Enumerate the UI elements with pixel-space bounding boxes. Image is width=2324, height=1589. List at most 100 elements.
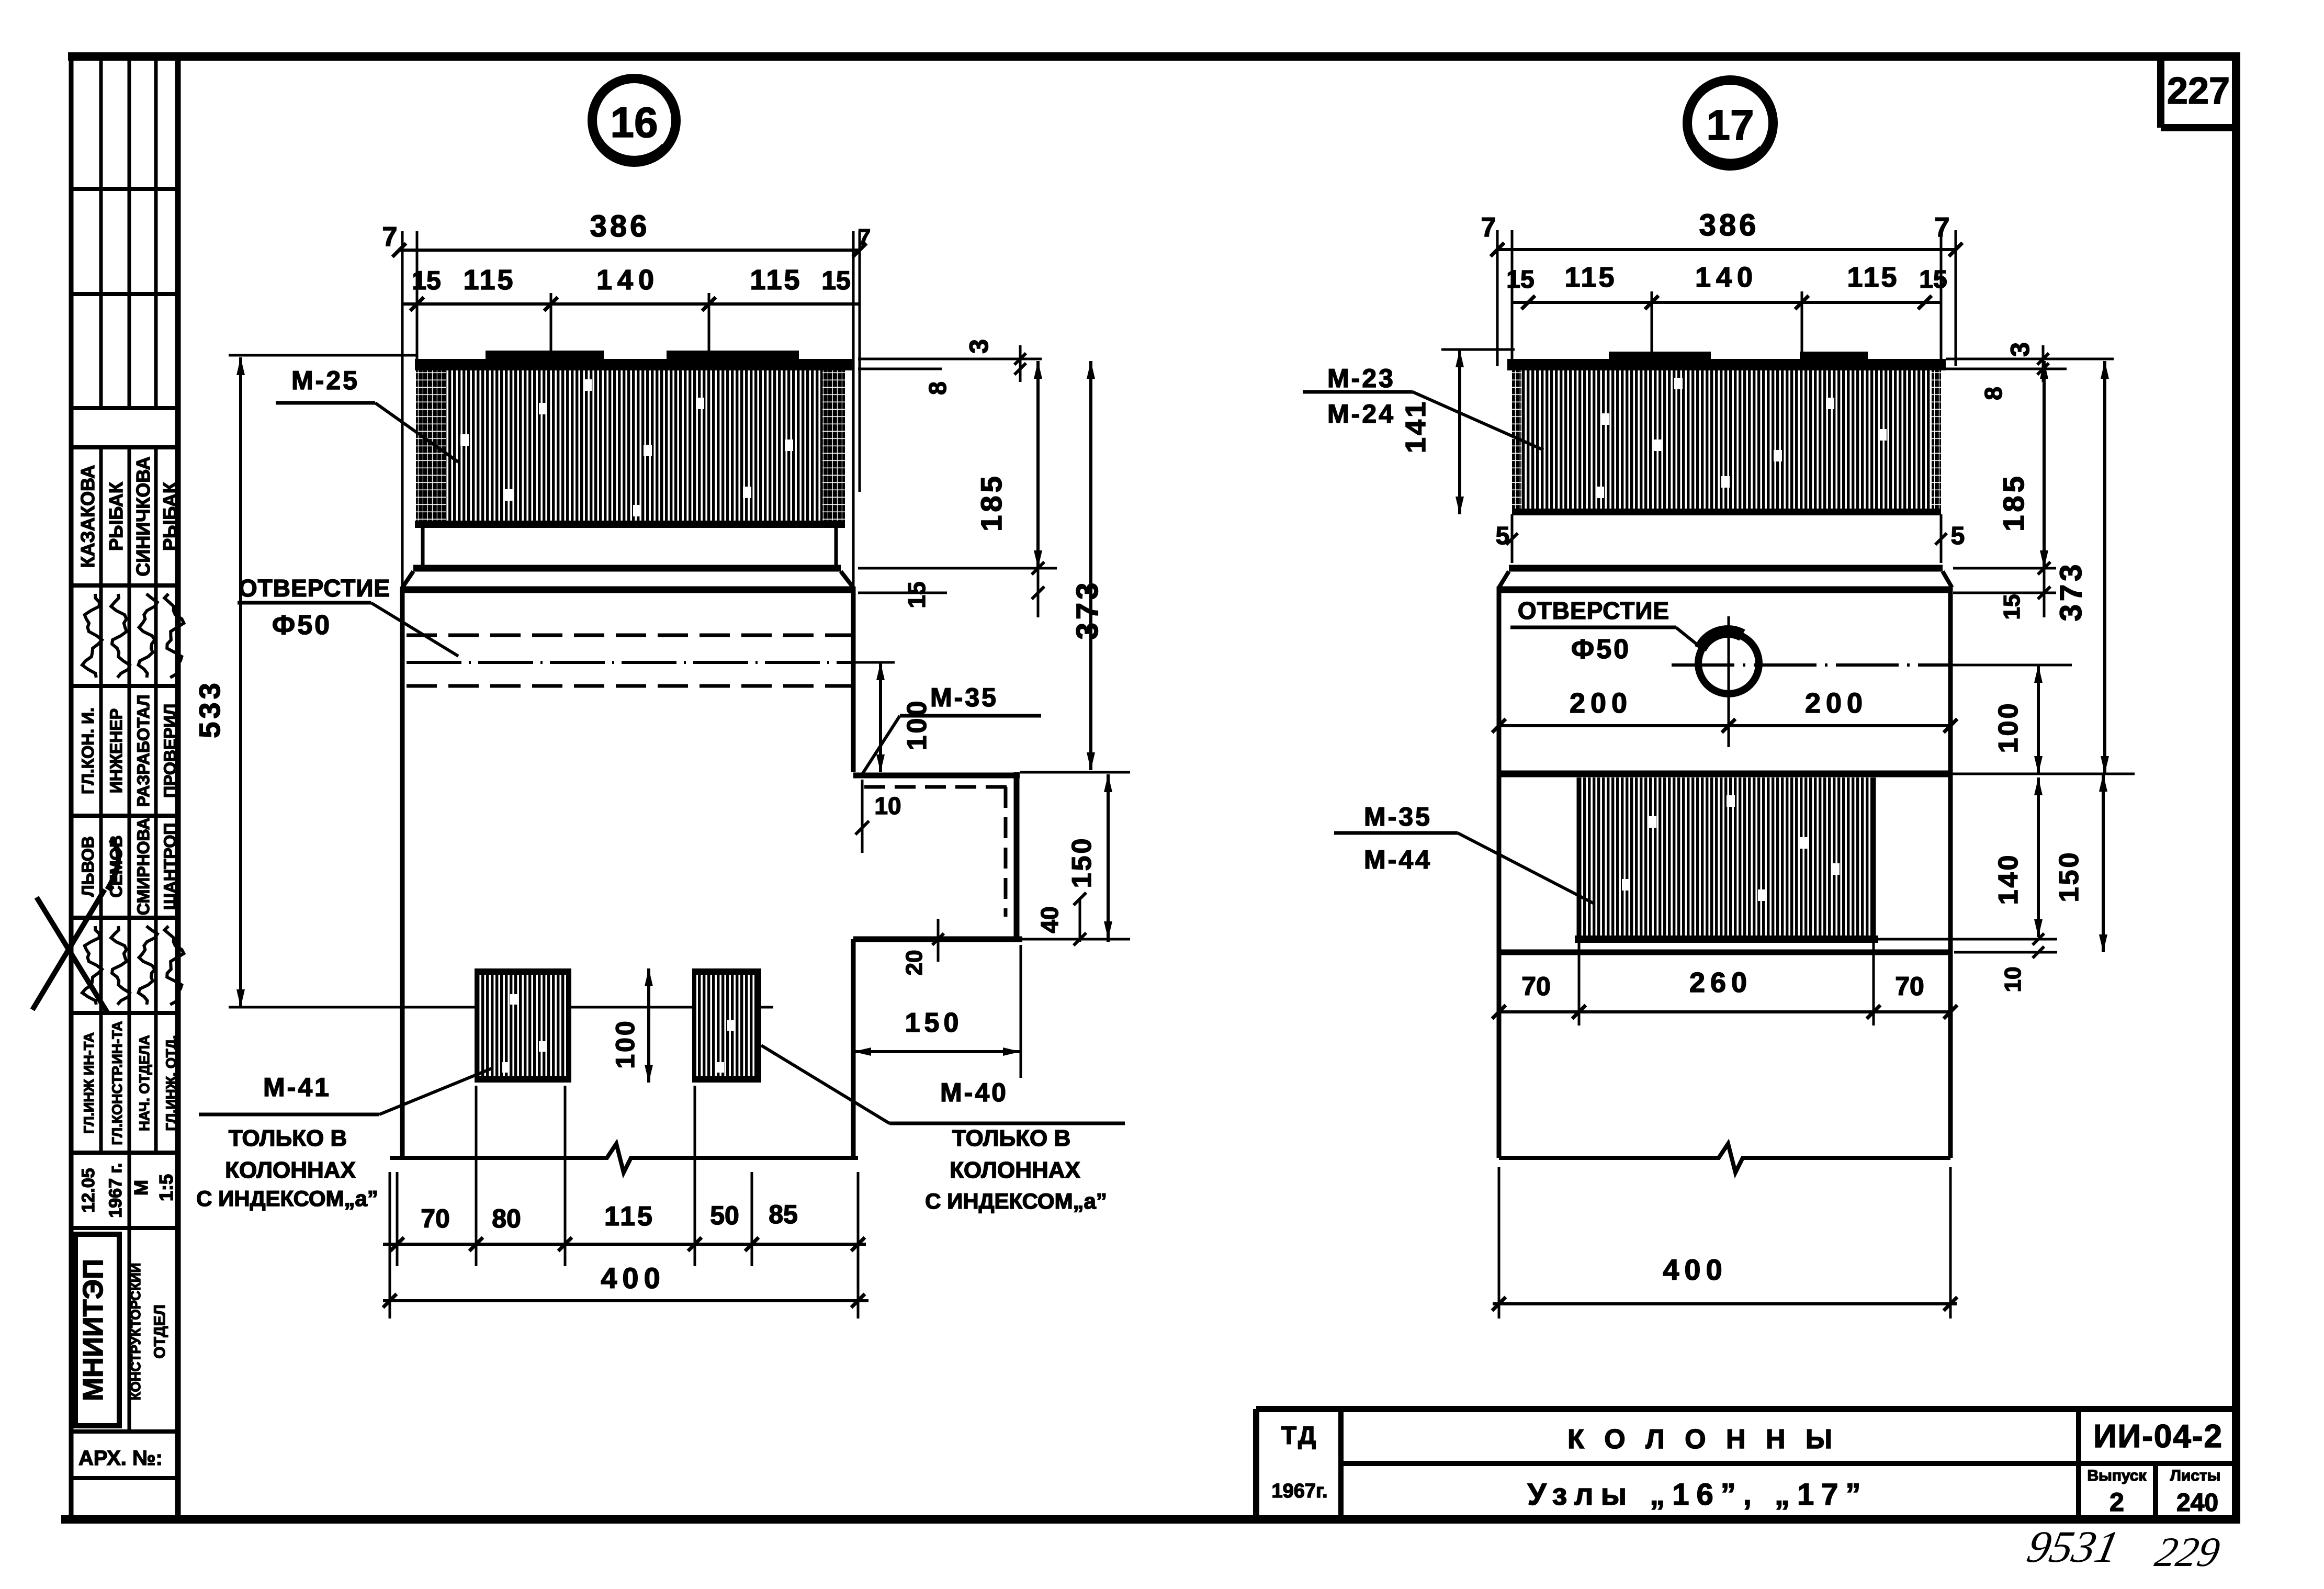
svg-text:141: 141 [1400, 400, 1431, 453]
svg-text:КОЛОННАХ: КОЛОННАХ [225, 1157, 356, 1183]
svg-text:ТОЛЬКО В: ТОЛЬКО В [229, 1125, 347, 1151]
svg-text:140: 140 [596, 264, 659, 296]
svg-text:М-35: М-35 [930, 683, 998, 712]
svg-text:С ИНДЕКСОМ„а”: С ИНДЕКСОМ„а” [925, 1189, 1107, 1213]
svg-text:Листы: Листы [2170, 1467, 2221, 1484]
svg-text:70: 70 [421, 1204, 450, 1233]
svg-text:386: 386 [590, 209, 650, 243]
svg-text:ИИ-04-2: ИИ-04-2 [2093, 1418, 2223, 1455]
svg-text:ИНЖЕНЕР: ИНЖЕНЕР [107, 708, 126, 793]
svg-text:НАЧ. ОТДЕЛА: НАЧ. ОТДЕЛА [137, 1035, 152, 1131]
svg-text:ГЛ.ИНЖ ИН-ТА: ГЛ.ИНЖ ИН-ТА [81, 1032, 97, 1134]
svg-text:СИНИЧКОВА: СИНИЧКОВА [132, 456, 154, 576]
svg-text:М-24: М-24 [1327, 399, 1395, 429]
svg-text:М-40: М-40 [940, 1078, 1008, 1107]
svg-text:15: 15 [821, 266, 851, 295]
svg-text:К О Л О Н Н Ы: К О Л О Н Н Ы [1567, 1424, 1838, 1455]
svg-text:15: 15 [1919, 266, 1947, 294]
svg-text:КАЗАКОВА: КАЗАКОВА [77, 465, 98, 568]
svg-text:227: 227 [2167, 70, 2230, 112]
svg-text:КОНСТРУКТОРСКИЙ: КОНСТРУКТОРСКИЙ [128, 1263, 143, 1401]
svg-text:ТД: ТД [1281, 1422, 1318, 1450]
svg-text:8: 8 [924, 381, 951, 395]
svg-text:200: 200 [1805, 688, 1868, 719]
svg-text:140: 140 [1993, 853, 2024, 905]
svg-text:Ф50: Ф50 [272, 610, 332, 640]
svg-text:373: 373 [2054, 561, 2088, 622]
svg-text:М-23: М-23 [1327, 364, 1395, 393]
svg-text:Узлы „16”, „17”: Узлы „16”, „17” [1527, 1478, 1868, 1512]
svg-text:200: 200 [1570, 688, 1632, 719]
svg-text:17: 17 [1706, 102, 1754, 149]
svg-text:100: 100 [902, 699, 932, 751]
svg-text:115: 115 [463, 264, 515, 296]
svg-text:229: 229 [2151, 1529, 2224, 1575]
svg-text:115: 115 [1564, 262, 1616, 293]
svg-text:РЫБАК: РЫБАК [159, 481, 180, 551]
svg-text:400: 400 [1663, 1253, 1727, 1286]
svg-text:10: 10 [874, 792, 901, 819]
svg-text:7: 7 [1481, 212, 1496, 243]
svg-text:115: 115 [750, 264, 802, 296]
svg-text:ОТВЕРСТИЕ: ОТВЕРСТИЕ [1518, 597, 1669, 624]
svg-text:185: 185 [975, 473, 1008, 531]
svg-text:ГЛ.КОН. И.: ГЛ.КОН. И. [78, 707, 97, 794]
svg-text:70: 70 [1521, 972, 1551, 1001]
svg-text:386: 386 [1699, 208, 1759, 242]
svg-text:1967 г.: 1967 г. [106, 1163, 126, 1218]
svg-text:15: 15 [1999, 594, 2025, 620]
svg-text:150: 150 [905, 1008, 963, 1038]
svg-text:Выпуск: Выпуск [2087, 1467, 2147, 1484]
svg-text:400: 400 [601, 1261, 665, 1294]
svg-text:260: 260 [1689, 967, 1752, 998]
svg-text:2: 2 [2109, 1487, 2124, 1517]
svg-text:ОТДЕЛ: ОТДЕЛ [151, 1304, 168, 1358]
svg-text:ПРОВЕРИЛ: ПРОВЕРИЛ [161, 704, 179, 798]
svg-text:М-41: М-41 [263, 1073, 331, 1102]
svg-text:15: 15 [903, 581, 930, 608]
svg-text:3: 3 [2005, 342, 2035, 357]
svg-text:150: 150 [1067, 837, 1097, 888]
svg-text:Ф50: Ф50 [1571, 634, 1631, 664]
svg-text:5: 5 [1496, 522, 1510, 550]
svg-text:85: 85 [769, 1200, 798, 1229]
svg-text:М-35: М-35 [1364, 802, 1432, 831]
svg-text:12.05: 12.05 [78, 1168, 98, 1212]
svg-text:150: 150 [2054, 851, 2084, 903]
svg-text:РЫБАК: РЫБАК [105, 481, 127, 551]
svg-text:М-25: М-25 [291, 366, 359, 395]
svg-text:140: 140 [1695, 262, 1758, 293]
svg-text:АРХ. №:: АРХ. №: [78, 1447, 163, 1470]
svg-text:ШАНТРОП: ШАНТРОП [161, 823, 179, 910]
svg-text:МНИИТЭП: МНИИТЭП [77, 1259, 109, 1401]
svg-text:100: 100 [611, 1019, 640, 1068]
svg-text:8: 8 [1980, 387, 2007, 400]
svg-text:1:5: 1:5 [155, 1174, 177, 1201]
svg-text:5: 5 [1951, 522, 1965, 550]
svg-text:КОЛОННАХ: КОЛОННАХ [950, 1157, 1080, 1183]
svg-text:10: 10 [2000, 967, 2026, 993]
svg-text:С ИНДЕКСОМ„а”: С ИНДЕКСОМ„а” [196, 1186, 378, 1211]
svg-text:70: 70 [1895, 972, 1924, 1001]
svg-text:40: 40 [1036, 906, 1063, 933]
svg-text:ГЛ.ИНЖ. ОТД.: ГЛ.ИНЖ. ОТД. [163, 1035, 179, 1131]
svg-text:100: 100 [1993, 702, 2024, 753]
svg-text:80: 80 [492, 1204, 521, 1233]
svg-text:50: 50 [710, 1201, 739, 1230]
svg-text:20: 20 [901, 950, 927, 976]
svg-text:373: 373 [1070, 580, 1104, 640]
svg-text:СМИРНОВА: СМИРНОВА [134, 818, 153, 915]
svg-text:115: 115 [1847, 262, 1899, 293]
svg-text:15: 15 [412, 266, 441, 295]
svg-text:9531: 9531 [2023, 1522, 2124, 1572]
svg-text:185: 185 [1997, 473, 2030, 531]
svg-text:533: 533 [193, 680, 226, 738]
svg-text:М: М [130, 1180, 152, 1196]
svg-text:1967г.: 1967г. [1271, 1480, 1327, 1502]
svg-text:7: 7 [382, 222, 398, 252]
svg-text:ОТВЕРСТИЕ: ОТВЕРСТИЕ [239, 574, 390, 602]
svg-text:ТОЛЬКО В: ТОЛЬКО В [952, 1125, 1071, 1151]
svg-text:115: 115 [604, 1201, 655, 1232]
svg-text:3: 3 [964, 339, 994, 354]
svg-text:ГЛ.КОНСТР.ИН-ТА: ГЛ.КОНСТР.ИН-ТА [109, 1021, 125, 1145]
